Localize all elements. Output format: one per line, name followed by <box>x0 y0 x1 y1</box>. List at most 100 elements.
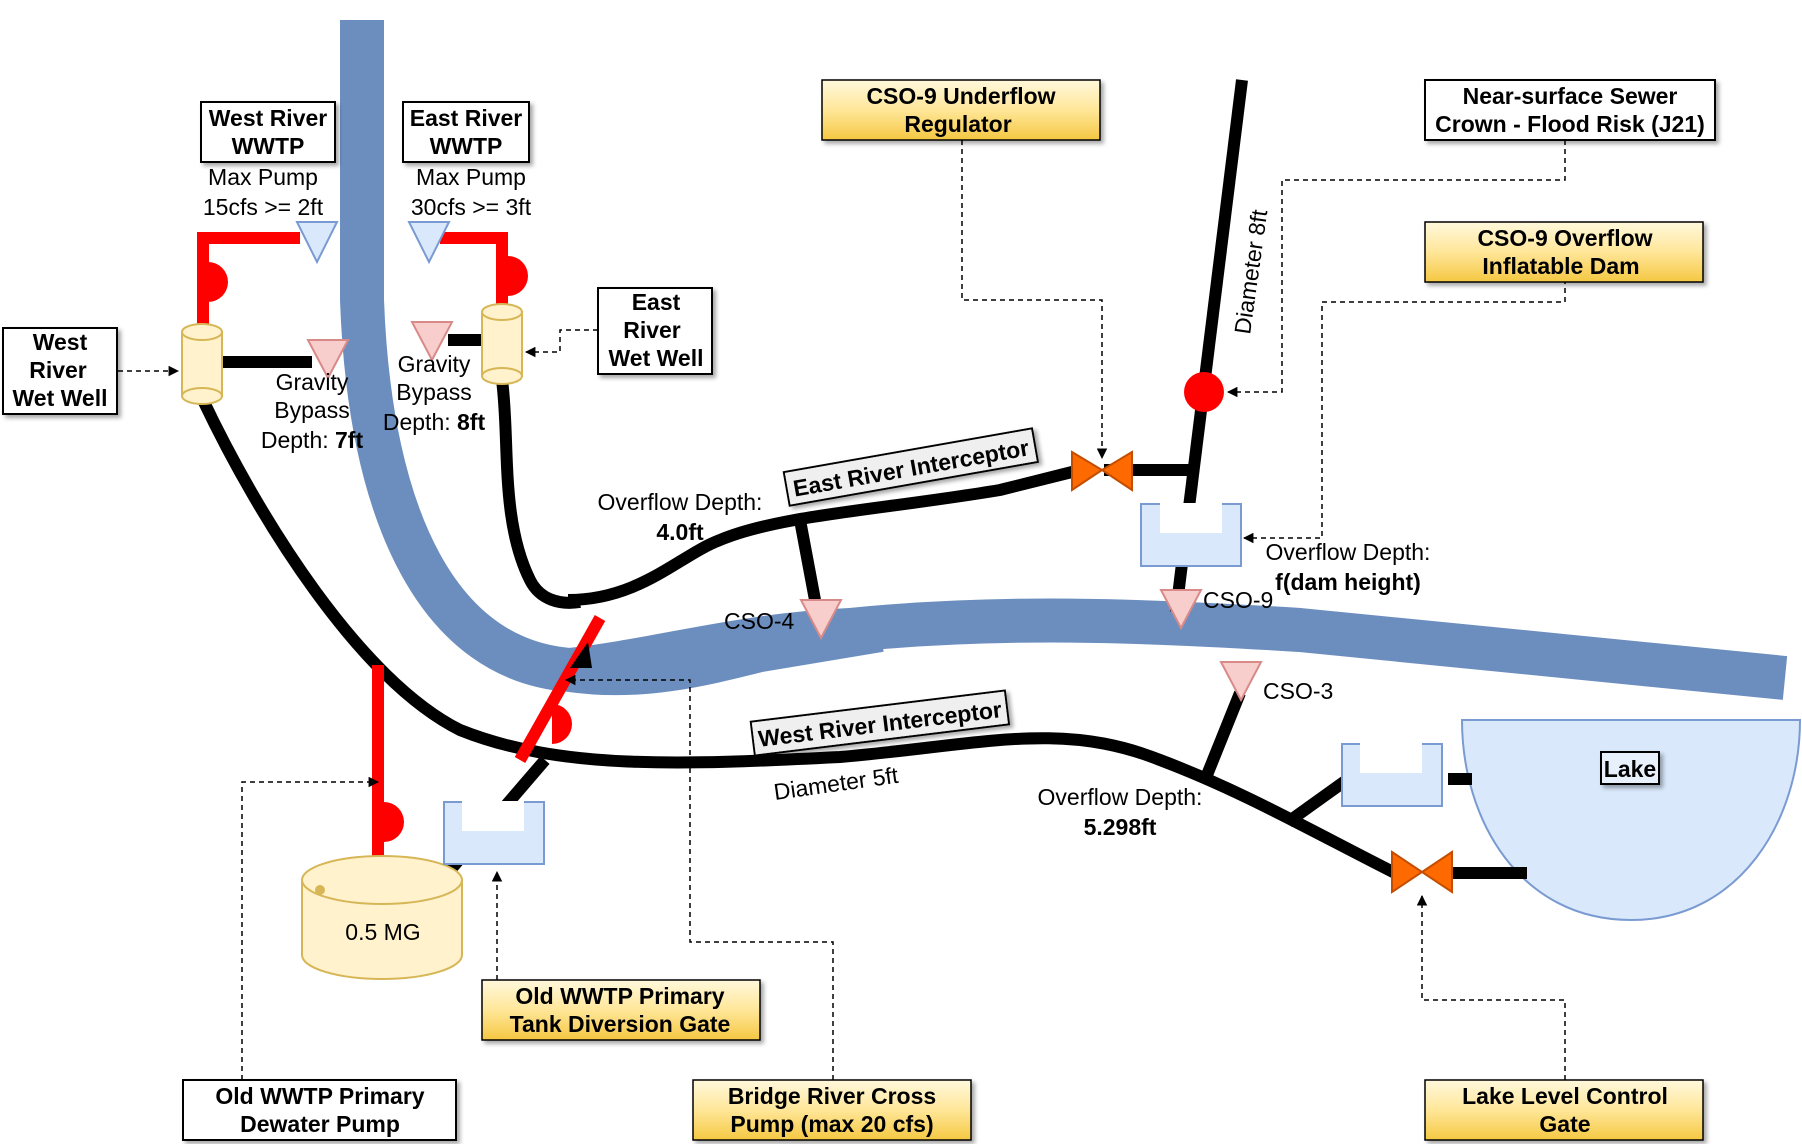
lake <box>1460 719 1802 922</box>
bridge-pump-box: Bridge River Cross Pump (max 20 cfs) <box>692 1079 972 1141</box>
bridge-pump-line2: Pump (max 20 cfs) <box>730 1111 933 1137</box>
cso9-overflow-label: Overflow Depth: <box>1266 539 1431 565</box>
old-dewater-pump-box: Old WWTP Primary Dewater Pump <box>182 1079 457 1141</box>
west-wwtp-force-main <box>197 232 300 330</box>
connector-dewater-pump <box>241 776 380 1080</box>
east-wwtp-line1: East River <box>410 105 523 131</box>
east-wwtp-force-main <box>440 232 508 310</box>
gravity-pipes <box>197 79 1527 886</box>
lake-level-gate-icon[interactable] <box>1391 850 1453 894</box>
bridge-flow-arrow-icon <box>570 642 592 668</box>
east-pump-level-icon[interactable] <box>407 221 451 265</box>
cso9-regulator-line2: Regulator <box>904 111 1011 137</box>
east-river-interceptor <box>567 464 1082 606</box>
east-bypass-depth: Depth: 8ft <box>383 409 486 435</box>
east-wet-well-line1: East <box>632 289 681 315</box>
connector-cso9-dam <box>1242 270 1566 544</box>
cso9-overflow-value: f(dam height) <box>1275 569 1421 595</box>
cso4-overflow-label: Overflow Depth: <box>598 489 763 515</box>
east-wwtp-line2: WWTP <box>430 133 503 159</box>
near-surface-line2: Crown - Flood Risk (J21) <box>1435 111 1705 137</box>
west-bypass-line1: Gravity <box>276 369 349 395</box>
main-river <box>567 598 1788 700</box>
east-wet-well-line3: Wet Well <box>609 345 704 371</box>
lake-label-box <box>1600 751 1660 785</box>
cso9-label: CSO-9 <box>1203 587 1273 613</box>
near-surface-line1: Near-surface Sewer <box>1463 83 1678 109</box>
west-wet-well-icon[interactable] <box>181 323 223 405</box>
connector-east-wet-well <box>524 329 598 358</box>
east-well-outlet <box>496 379 581 609</box>
cso9-dam-weir-icon[interactable] <box>1140 503 1242 567</box>
cso3-overflow-label: Overflow Depth: <box>1038 784 1203 810</box>
west-bypass-line2: Bypass <box>274 397 349 423</box>
storage-volume-label: 0.5 MG <box>345 919 420 945</box>
cso9-outfall-icon[interactable] <box>1159 589 1203 631</box>
west-wet-well-line1: West <box>33 329 88 355</box>
east-bypass-line2: Bypass <box>396 379 471 405</box>
west-max-pump-line2: 15cfs >= 2ft <box>203 194 324 220</box>
west-wwtp-line1: West River <box>209 105 328 131</box>
cso3-branch <box>1199 690 1246 783</box>
east-wet-well-line2: River <box>623 317 681 343</box>
old-tank-gate-line1: Old WWTP Primary <box>515 983 724 1009</box>
cso4-branch <box>794 518 821 602</box>
junction-j21-icon[interactable] <box>1184 372 1224 412</box>
east-wet-well-box: East River Wet Well <box>597 287 713 375</box>
old-primary-tank-weir-icon[interactable] <box>443 801 545 865</box>
connector-near-surface <box>1226 140 1566 398</box>
west-bypass-outfall-icon[interactable] <box>306 339 350 381</box>
lake-weir-branch <box>1284 774 1352 827</box>
east-bypass-line1: Gravity <box>398 351 471 377</box>
west-max-pump-line1: Max Pump <box>208 164 318 190</box>
cso4-label: CSO-4 <box>724 608 795 634</box>
west-wwtp-pump-icon[interactable] <box>208 262 228 302</box>
diameter-5ft-label: Diameter 5ft <box>772 762 900 805</box>
old-tank-gate-box: Old WWTP Primary Tank Diversion Gate <box>481 979 761 1041</box>
east-wet-well-icon[interactable] <box>481 303 523 385</box>
west-pump-level-icon[interactable] <box>295 221 339 265</box>
east-bypass-outfall-icon[interactable] <box>410 321 454 363</box>
old-tank-gate-line2: Tank Diversion Gate <box>510 1011 731 1037</box>
cso3-label: CSO-3 <box>1263 678 1333 704</box>
storage-tank-icon[interactable] <box>301 855 463 980</box>
lake-weir-icon[interactable] <box>1341 743 1443 807</box>
cso9-regulator-line1: CSO-9 Underflow <box>866 83 1055 109</box>
connector-bridge-pump <box>564 674 834 1080</box>
cso9-dam-line2: Inflatable Dam <box>1482 253 1639 279</box>
west-wet-well-line2: River <box>29 357 87 383</box>
west-wet-well-line3: Wet Well <box>13 385 108 411</box>
cso9-dam-box: CSO-9 Overflow Inflatable Dam <box>1424 221 1704 283</box>
old-dewater-pump-line1: Old WWTP Primary <box>215 1083 424 1109</box>
connector-cso9-regulator <box>961 140 1108 460</box>
old-dewater-pump-line2: Dewater Pump <box>240 1111 400 1137</box>
near-surface-box: Near-surface Sewer Crown - Flood Risk (J… <box>1424 79 1716 141</box>
cso4-overflow-value: 4.0ft <box>656 519 704 545</box>
bridge-cross-force-main <box>514 615 606 763</box>
cso9-regulator-box: CSO-9 Underflow Regulator <box>821 79 1101 141</box>
east-max-pump-line1: Max Pump <box>416 164 526 190</box>
lake-gate-box: Lake Level Control Gate <box>1424 1079 1704 1141</box>
cso3-overflow-value: 5.298ft <box>1084 814 1157 840</box>
west-wwtp-line2: WWTP <box>232 133 305 159</box>
bridge-cross-pump-icon[interactable] <box>552 704 572 744</box>
west-bypass-depth: Depth: 7ft <box>261 427 364 453</box>
diameter-8ft-label: Diameter 8ft <box>1229 207 1272 335</box>
force-mains <box>197 232 606 865</box>
west-wwtp-box: West River WWTP <box>200 101 336 163</box>
east-wwtp-box: East River WWTP <box>402 101 530 163</box>
bridge-pump-line1: Bridge River Cross <box>728 1083 936 1109</box>
dewater-pump-icon[interactable] <box>384 802 404 842</box>
cso4-outfall-icon[interactable] <box>799 599 843 641</box>
west-wet-well-box: West River Wet Well <box>2 327 118 415</box>
lake-gate-line1: Lake Level Control <box>1462 1083 1668 1109</box>
lake-gate-line2: Gate <box>1539 1111 1590 1137</box>
lake-label: Lake <box>1604 756 1656 782</box>
cso3-outfall-icon[interactable] <box>1219 661 1263 703</box>
cso9-regulator-gate-icon[interactable] <box>1071 450 1133 492</box>
cso9-dam-line1: CSO-9 Overflow <box>1477 225 1652 251</box>
east-wwtp-pump-icon[interactable] <box>508 256 528 296</box>
east-max-pump-line2: 30cfs >= 3ft <box>411 194 532 220</box>
connector-lake-gate <box>1416 894 1566 1080</box>
